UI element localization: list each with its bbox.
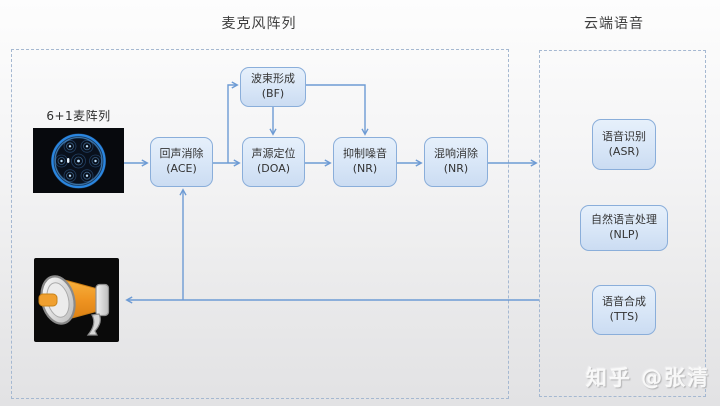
node-speech-synthesis-name: 语音合成 — [602, 295, 646, 309]
node-source-localization: 声源定位 (DOA) — [242, 137, 305, 187]
speaker-image — [34, 258, 119, 342]
node-nlp-abbr: (NLP) — [609, 228, 639, 241]
node-speech-synthesis-abbr: (TTS) — [609, 310, 639, 323]
node-speech-synthesis: 语音合成 (TTS) — [592, 285, 656, 335]
node-noise-reduction-name: 抑制噪音 — [343, 147, 387, 161]
watermark: 知乎 @张清 — [586, 366, 711, 390]
node-echo-cancellation-abbr: (ACE) — [166, 162, 197, 175]
node-noise-reduction: 抑制噪音 (NR) — [333, 137, 397, 187]
node-beamforming-abbr: (BF) — [261, 87, 285, 100]
mic-array-container — [11, 49, 509, 399]
node-source-localization-abbr: (DOA) — [256, 162, 291, 175]
node-beamforming-name: 波束形成 — [251, 72, 295, 86]
mic-array-caption: 6+1麦阵列 — [46, 109, 111, 123]
node-noise-reduction-abbr: (NR) — [352, 162, 378, 175]
mic-array-image — [33, 128, 124, 193]
node-beamforming: 波束形成 (BF) — [240, 67, 306, 107]
node-source-localization-name: 声源定位 — [251, 147, 296, 161]
cloud-section-title: 云端语音 — [584, 16, 644, 32]
mic-array-icon — [33, 128, 124, 193]
node-dereverberation: 混响消除 (NR) — [424, 137, 488, 187]
node-dereverberation-name: 混响消除 — [434, 147, 478, 161]
node-echo-cancellation: 回声消除 (ACE) — [150, 137, 213, 187]
node-speech-recognition-abbr: (ASR) — [608, 144, 640, 158]
node-nlp-name: 自然语言处理 — [591, 213, 657, 227]
node-dereverberation-abbr: (NR) — [443, 162, 469, 175]
cloud-container — [539, 50, 706, 397]
node-echo-cancellation-name: 回声消除 — [159, 147, 204, 161]
megaphone-icon — [34, 258, 119, 342]
node-nlp: 自然语言处理 (NLP) — [580, 205, 668, 251]
node-speech-recognition: 语音识别 (ASR) — [592, 119, 656, 170]
mic-array-section-title: 麦克风阵列 — [221, 16, 297, 32]
node-speech-recognition-name: 语音识别 — [602, 129, 646, 143]
